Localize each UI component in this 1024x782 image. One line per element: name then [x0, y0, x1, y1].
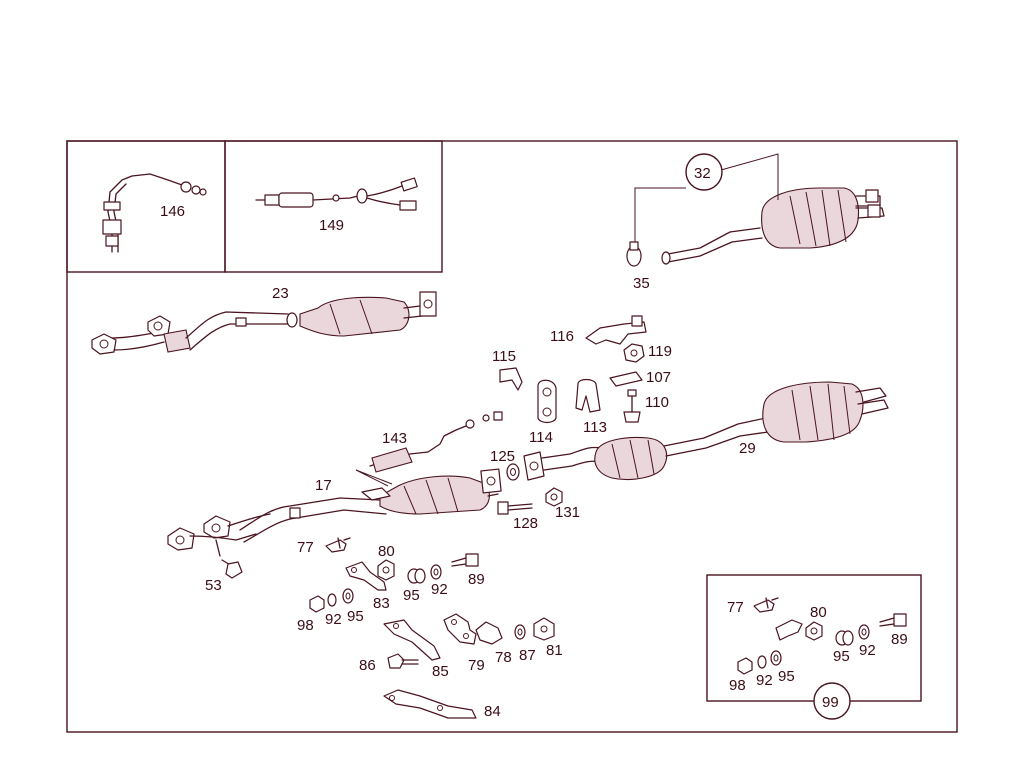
label-86: 86	[359, 657, 376, 674]
kit-part-95b-rubber-ring[interactable]	[770, 650, 782, 666]
kit-part-92-washer[interactable]	[858, 624, 870, 640]
label-35: 35	[633, 275, 650, 292]
label-85: 85	[432, 663, 449, 680]
label-115: 115	[492, 348, 516, 365]
label-113: 113	[583, 419, 607, 436]
kit-label-95: 95	[833, 648, 850, 665]
label-84: 84	[484, 703, 501, 720]
callout-32	[685, 153, 723, 191]
label-143: 143	[382, 430, 407, 447]
label-125: 125	[490, 448, 515, 465]
part-95-rubber-ring[interactable]	[407, 568, 426, 584]
kit-part-83-bracket[interactable]	[775, 619, 803, 641]
part-78-strap[interactable]	[475, 621, 503, 645]
part-29-middle-silencer-pipe[interactable]	[523, 381, 889, 481]
part-92b-washer[interactable]	[327, 593, 337, 607]
main-frame	[66, 140, 958, 733]
kit-label-80: 80	[810, 604, 827, 621]
label-92b: 92	[325, 611, 342, 628]
label-17: 17	[315, 477, 332, 494]
callout-99	[813, 682, 851, 720]
kit-label-77: 77	[727, 599, 744, 616]
part-35-clamp[interactable]	[626, 241, 642, 267]
part-92-washer[interactable]	[430, 564, 442, 580]
leader-32	[634, 153, 779, 244]
inset-frame-oxygen-sensor	[66, 140, 226, 273]
label-95: 95	[403, 587, 420, 604]
part-32-rear-silencer[interactable]	[661, 187, 885, 265]
kit-part-77-clip[interactable]	[753, 597, 779, 613]
label-114: 114	[529, 429, 553, 446]
part-77-clip[interactable]	[325, 537, 351, 553]
part-80-nut[interactable]	[377, 559, 395, 581]
label-92: 92	[431, 581, 448, 598]
part-84-bracket[interactable]	[383, 689, 477, 719]
label-119: 119	[648, 343, 672, 360]
label-53: 53	[205, 577, 222, 594]
label-98: 98	[297, 617, 314, 634]
label-107: 107	[646, 369, 671, 386]
label-87: 87	[519, 647, 536, 664]
part-23-front-pipe-converter[interactable]	[91, 291, 437, 355]
label-32: 32	[694, 165, 711, 182]
kit-part-80-nut[interactable]	[805, 621, 823, 641]
part-128-bolt[interactable]	[497, 501, 533, 515]
label-23: 23	[272, 285, 289, 302]
part-143-sensor-line[interactable]	[369, 411, 503, 473]
part-53-bolt[interactable]	[221, 559, 243, 579]
kit-label-99: 99	[822, 694, 839, 711]
part-87-washer[interactable]	[514, 624, 526, 640]
label-80: 80	[378, 543, 395, 560]
part-83-bracket[interactable]	[345, 561, 387, 591]
label-110: 110	[645, 394, 669, 411]
part-149-sensor-harness[interactable]	[255, 177, 418, 211]
kit-part-98-nut[interactable]	[737, 657, 753, 675]
part-98-nut[interactable]	[309, 595, 325, 613]
part-17-front-pipe-converter[interactable]	[167, 468, 502, 557]
part-95b-rubber-ring[interactable]	[342, 588, 354, 604]
label-29: 29	[739, 440, 756, 457]
kit-label-92: 92	[859, 642, 876, 659]
part-125-seal[interactable]	[506, 463, 520, 481]
label-149: 149	[319, 217, 344, 234]
part-79-strap[interactable]	[443, 613, 477, 645]
part-146-oxygen-sensor[interactable]	[102, 173, 207, 253]
label-89: 89	[468, 571, 485, 588]
kit-label-95b: 95	[778, 668, 795, 685]
label-79: 79	[468, 657, 485, 674]
label-146: 146	[160, 203, 185, 220]
leader-17	[355, 469, 393, 487]
label-77: 77	[297, 539, 314, 556]
part-107-plate[interactable]	[609, 371, 643, 387]
kit-part-92b-washer[interactable]	[757, 655, 767, 669]
label-95b: 95	[347, 608, 364, 625]
part-114-rubber-mount[interactable]	[537, 379, 557, 424]
label-78: 78	[495, 649, 512, 666]
label-81: 81	[546, 642, 563, 659]
kit-label-89: 89	[891, 631, 908, 648]
part-85-bracket[interactable]	[383, 619, 441, 661]
part-110-bolt[interactable]	[623, 389, 641, 423]
part-119-nut[interactable]	[623, 343, 645, 363]
label-83: 83	[373, 595, 390, 612]
kit-part-95-rubber-ring[interactable]	[835, 630, 854, 646]
part-89-bolt[interactable]	[451, 553, 479, 567]
part-115-bracket[interactable]	[499, 367, 523, 391]
part-86-bolt[interactable]	[387, 653, 419, 669]
part-131-nut[interactable]	[545, 487, 563, 507]
part-81-nut[interactable]	[533, 617, 555, 641]
kit-part-89-bolt[interactable]	[879, 613, 907, 627]
inset-frame-sensor-harness	[224, 140, 443, 273]
label-128: 128	[513, 515, 538, 532]
kit-label-92b: 92	[756, 672, 773, 689]
part-116-bracket[interactable]	[585, 315, 647, 345]
kit-label-98: 98	[729, 677, 746, 694]
label-131: 131	[555, 504, 580, 521]
part-113-rubber-mount[interactable]	[575, 378, 601, 413]
label-116: 116	[550, 328, 574, 345]
